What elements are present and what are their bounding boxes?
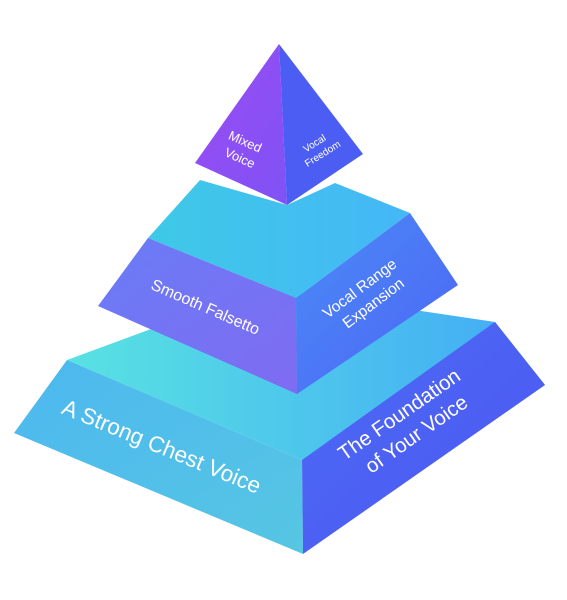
tier-bottom-left-face <box>14 360 303 554</box>
tier-bottom-right-face <box>302 322 545 554</box>
tier-top-right-face <box>279 44 363 205</box>
tier-middle-top-face <box>148 180 410 298</box>
tier-middle-right-face <box>296 213 458 394</box>
tier-top-left-face <box>195 44 287 205</box>
tier-middle: Smooth Falsetto Vocal Range Expansion <box>98 180 458 394</box>
tier-top: Mixed Voice Vocal Freedom <box>195 44 363 205</box>
tier-middle-left-face <box>98 238 297 394</box>
